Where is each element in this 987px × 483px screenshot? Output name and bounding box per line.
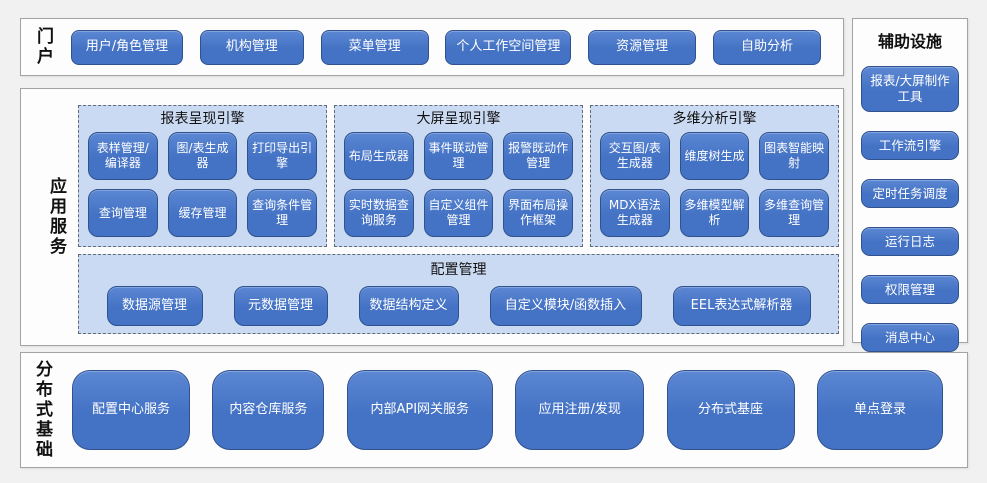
config-mgmt-title: 配置管理 [430, 262, 487, 278]
foundation-node-content-repo: 内容仓库服务 [212, 370, 325, 450]
olap-engine-panel: 多维分析引擎 交互图/表生成器 维度树生成 图表智能映射 MDX语法生成器 多维… [590, 105, 839, 247]
aux-node-message-center: 消息中心 [861, 323, 959, 352]
aux-node-scheduler: 定时任务调度 [861, 179, 959, 208]
app-services-section-label: 应用服务 [46, 177, 66, 257]
engine-node: 实时数据查询服务 [344, 189, 414, 237]
aux-node-report-screen-tool: 报表/大屏制作工具 [861, 66, 959, 112]
engine-node: MDX语法生成器 [600, 189, 670, 237]
engine-node: 表样管理/编译器 [88, 132, 158, 180]
engine-node: 图表智能映射 [759, 132, 829, 180]
engine-node: 布局生成器 [344, 132, 414, 180]
foundation-node-api-gateway: 内部API网关服务 [346, 370, 493, 450]
engine-panels-row: 报表呈现引擎 表样管理/编译器 图/表生成器 打印导出引擎 查询管理 缓存管理 … [78, 105, 839, 247]
foundation-node-sso: 单点登录 [816, 370, 943, 450]
foundation-node-distributed-base: 分布式基座 [666, 370, 795, 450]
portal-node-row: 用户/角色管理 机构管理 菜单管理 个人工作空间管理 资源管理 自助分析 [51, 29, 843, 65]
aux-node-workflow-engine: 工作流引擎 [861, 131, 959, 160]
engine-node: 报警既动作管理 [503, 132, 573, 180]
foundation-node-app-registry: 应用注册/发现 [515, 370, 645, 450]
config-node-datasource-mgmt: 数据源管理 [106, 286, 203, 326]
portal-section-label: 门户 [33, 27, 53, 67]
portal-node-resource-mgmt: 资源管理 [588, 29, 697, 65]
aux-node-permission-mgmt: 权限管理 [861, 275, 959, 304]
config-node-metadata-mgmt: 元数据管理 [233, 286, 328, 326]
config-node-data-structure-def: 数据结构定义 [358, 286, 459, 326]
engine-node: 缓存管理 [167, 189, 238, 237]
engine-node: 事件联动管理 [423, 132, 494, 180]
aux-section-title: 辅助设施 [877, 32, 942, 51]
engine-node: 图/表生成器 [167, 132, 238, 180]
config-node-custom-module-insert: 自定义模块/函数插入 [489, 286, 642, 326]
aux-node-run-log: 运行日志 [861, 227, 959, 256]
portal-node-workspace-mgmt: 个人工作空间管理 [445, 29, 572, 65]
engine-node: 查询管理 [88, 189, 158, 237]
engine-node: 交互图/表生成器 [600, 132, 670, 180]
report-engine-panel: 报表呈现引擎 表样管理/编译器 图/表生成器 打印导出引擎 查询管理 缓存管理 … [78, 105, 327, 247]
engine-node: 维度树生成 [679, 132, 750, 180]
engine-node: 多维查询管理 [759, 189, 829, 237]
bigscreen-engine-grid: 布局生成器 事件联动管理 报警既动作管理 实时数据查询服务 自定义组件管理 界面… [344, 132, 573, 237]
config-node-row: 数据源管理 元数据管理 数据结构定义 自定义模块/函数插入 EEL表达式解析器 [79, 286, 838, 326]
portal-section: 门户 用户/角色管理 机构管理 菜单管理 个人工作空间管理 资源管理 自助分析 [20, 18, 844, 76]
config-node-eel-parser: EEL表达式解析器 [672, 286, 811, 326]
config-mgmt-panel: 配置管理 数据源管理 元数据管理 数据结构定义 自定义模块/函数插入 EEL表达… [78, 254, 839, 334]
olap-engine-grid: 交互图/表生成器 维度树生成 图表智能映射 MDX语法生成器 多维模型解析 多维… [600, 132, 829, 237]
aux-node-column: 报表/大屏制作工具 工作流引擎 定时任务调度 运行日志 权限管理 消息中心 [861, 66, 959, 352]
engine-node: 多维模型解析 [679, 189, 750, 237]
engine-node: 自定义组件管理 [423, 189, 494, 237]
portal-node-user-role-mgmt: 用户/角色管理 [71, 29, 183, 65]
engine-node: 打印导出引擎 [247, 132, 317, 180]
bigscreen-engine-panel: 大屏呈现引擎 布局生成器 事件联动管理 报警既动作管理 实时数据查询服务 自定义… [334, 105, 583, 247]
foundation-node-row: 配置中心服务 内容仓库服务 内部API网关服务 应用注册/发现 分布式基座 单点… [50, 370, 967, 450]
foundation-node-config-center: 配置中心服务 [72, 370, 190, 450]
portal-node-self-analysis: 自助分析 [712, 29, 821, 65]
foundation-section-label: 分布式基础 [32, 360, 52, 460]
portal-node-menu-mgmt: 菜单管理 [320, 29, 429, 65]
aux-section: 辅助设施 报表/大屏制作工具 工作流引擎 定时任务调度 运行日志 权限管理 消息… [852, 18, 968, 352]
report-engine-title: 报表呈现引擎 [160, 111, 245, 127]
engine-node: 查询条件管理 [247, 189, 317, 237]
report-engine-grid: 表样管理/编译器 图/表生成器 打印导出引擎 查询管理 缓存管理 查询条件管理 [88, 132, 317, 237]
portal-node-org-mgmt: 机构管理 [199, 29, 304, 65]
foundation-section: 分布式基础 配置中心服务 内容仓库服务 内部API网关服务 应用注册/发现 分布… [20, 352, 968, 468]
engine-node: 界面布局操作框架 [503, 189, 573, 237]
olap-engine-title: 多维分析引擎 [672, 111, 757, 127]
bigscreen-engine-title: 大屏呈现引擎 [416, 111, 501, 127]
app-services-section: 应用服务 报表呈现引擎 表样管理/编译器 图/表生成器 打印导出引擎 查询管理 … [20, 88, 844, 346]
